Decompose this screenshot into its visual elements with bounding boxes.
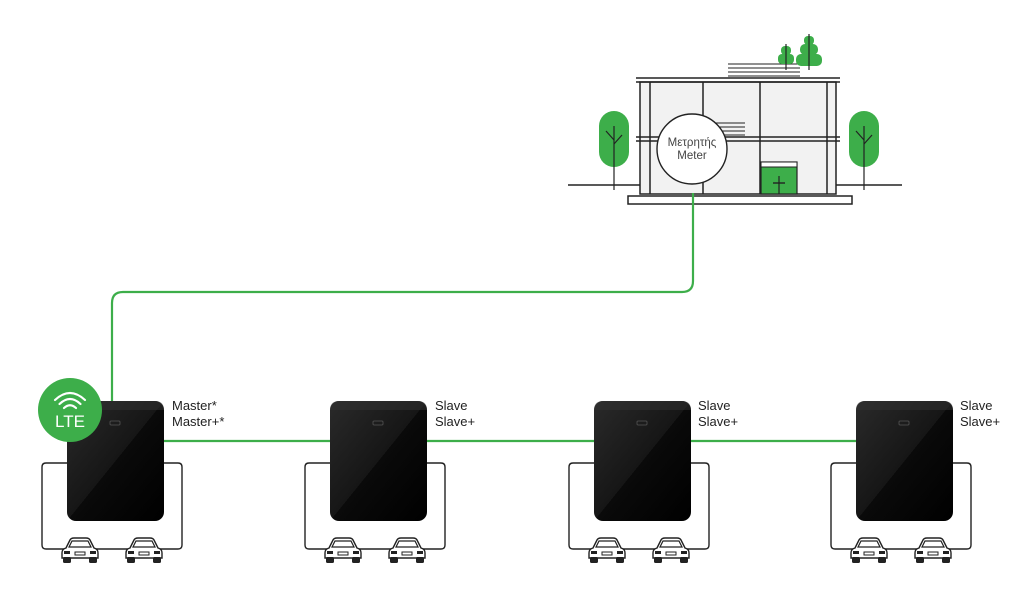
charging-cable	[568, 462, 710, 550]
car-icon	[125, 537, 163, 564]
car-icon	[914, 537, 952, 564]
rfid-reader-icon	[109, 420, 121, 426]
charger-label-slave-2: Slave Slave+	[698, 398, 738, 430]
charger-role-primary: Slave	[435, 398, 468, 413]
car-icon	[588, 537, 626, 564]
rfid-reader-icon	[636, 420, 648, 426]
charger-label-slave-3: Slave Slave+	[960, 398, 1000, 430]
charger-role-secondary: Slave+	[698, 414, 739, 429]
meter-connection-line	[110, 193, 695, 402]
rfid-reader-icon	[898, 420, 910, 426]
charger-role-primary: Master*	[172, 398, 217, 413]
charger-unit	[568, 401, 710, 564]
charger-label-master: Master* Master+*	[172, 398, 224, 430]
rfid-reader-icon	[372, 420, 384, 426]
building-base	[627, 195, 853, 205]
charger-role-primary: Slave	[698, 398, 731, 413]
charger-role-primary: Slave	[960, 398, 993, 413]
building	[568, 34, 902, 205]
roof-railing	[728, 63, 800, 77]
charger-unit	[830, 401, 972, 564]
lte-label: LTE	[55, 412, 85, 431]
charger-role-secondary: Slave+	[435, 414, 476, 429]
charger-role-secondary: Master+*	[172, 414, 225, 429]
car-icon	[850, 537, 888, 564]
charger-device	[594, 401, 691, 521]
charger-label-slave-1: Slave Slave+	[435, 398, 475, 430]
charger-role-secondary: Slave+	[960, 414, 1001, 429]
charging-cable	[304, 462, 446, 550]
wifi-signal-icon	[53, 391, 87, 410]
tree-icon	[849, 111, 879, 190]
charging-cable	[41, 462, 183, 550]
meter-label-greek: Μετρητής	[667, 137, 717, 149]
roof-plant-icon	[778, 34, 822, 70]
car-icon	[652, 537, 690, 564]
meter-label-english: Meter	[677, 150, 707, 162]
meter-circle	[656, 113, 728, 185]
lte-badge: LTE	[38, 378, 102, 442]
charger-device	[856, 401, 953, 521]
charger-device	[330, 401, 427, 521]
car-icon	[324, 537, 362, 564]
meter-label: Μετρητής Meter	[657, 137, 727, 163]
charging-cable	[830, 462, 972, 550]
car-icon	[61, 537, 99, 564]
car-icon	[388, 537, 426, 564]
tree-icon	[599, 111, 629, 190]
charger-unit	[304, 401, 446, 564]
